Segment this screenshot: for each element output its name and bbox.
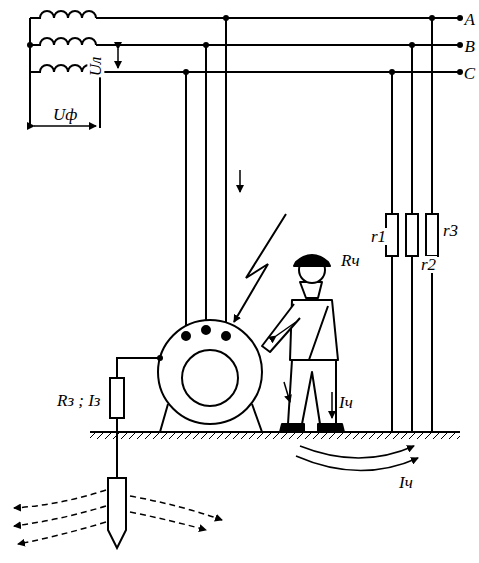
current-label: Iч <box>338 394 354 411</box>
voltage-label: Uф <box>52 106 78 123</box>
earthing-label: Rз ; Iз <box>56 392 101 409</box>
resistor-label: r1 <box>370 228 387 245</box>
phase-name: A <box>464 11 476 28</box>
current-label: Iч <box>398 474 414 491</box>
phase-name: C <box>463 65 476 82</box>
resistor-label: r2 <box>420 256 437 273</box>
voltage-label: Uл <box>87 56 104 78</box>
phase-name: B <box>464 38 476 55</box>
resistance-label: Rч <box>340 252 361 269</box>
resistor-label: r3 <box>442 222 459 239</box>
